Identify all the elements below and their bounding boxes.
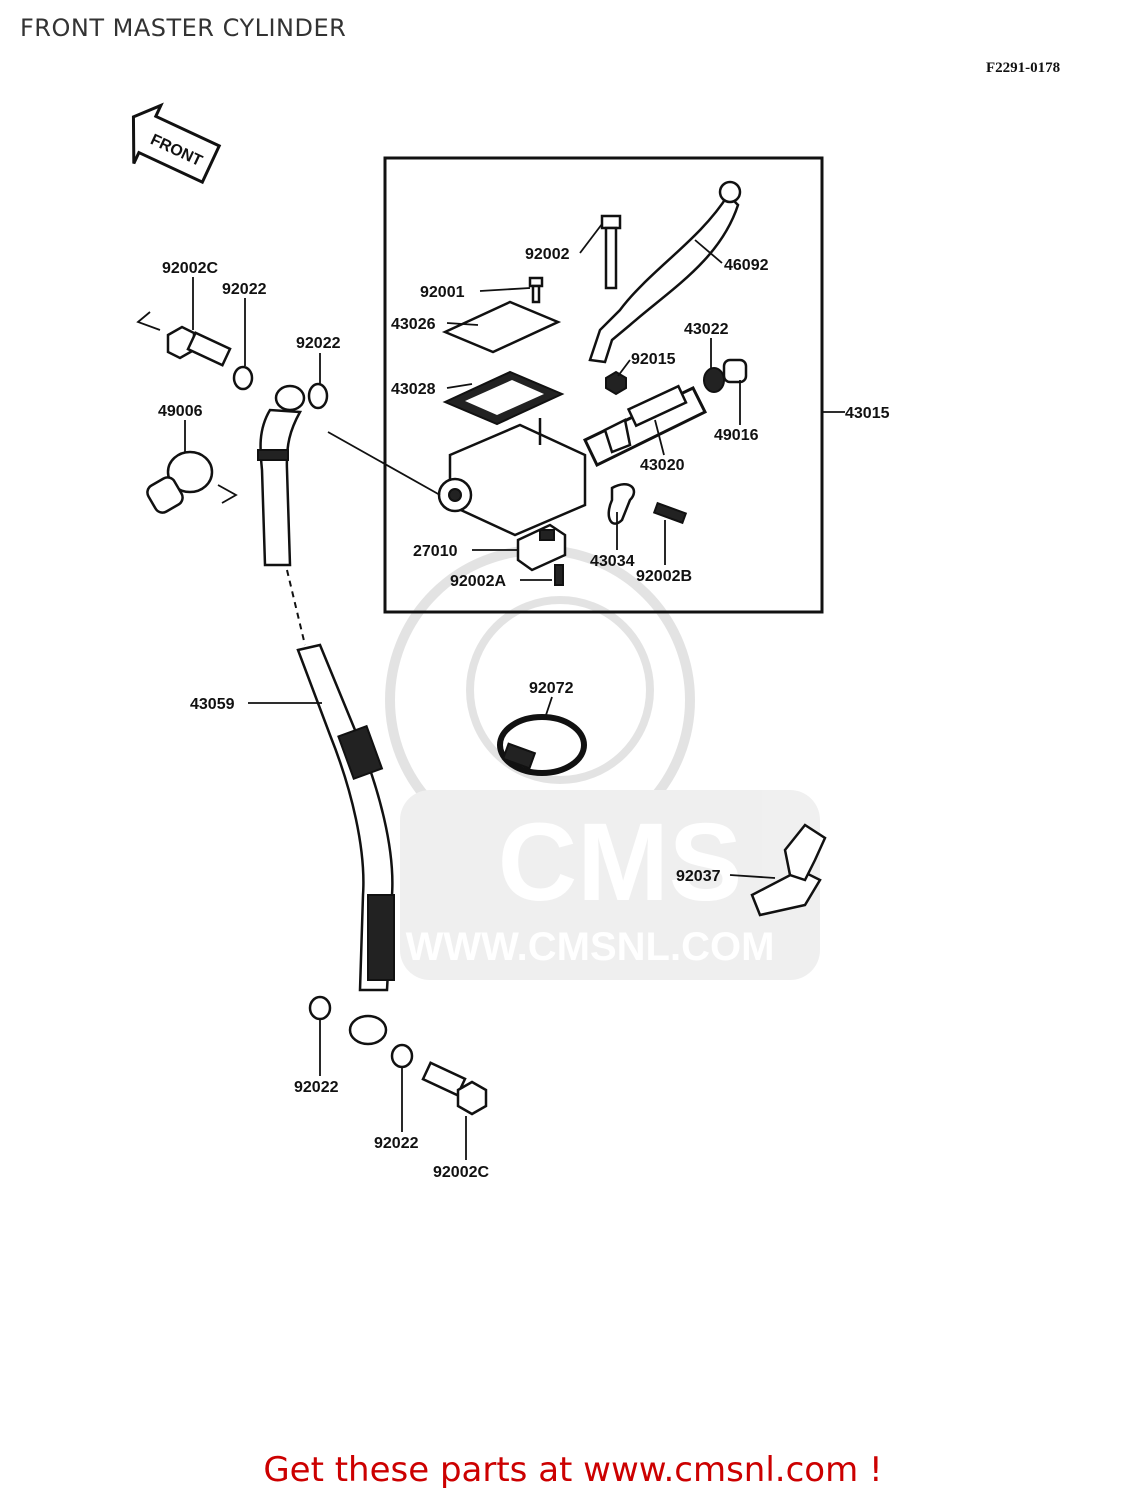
watermark-url: WWW.CMSNL.COM: [406, 925, 775, 969]
leader-lines: [184, 223, 845, 1160]
hose-break-line: [286, 569, 306, 646]
assembly-box: [383, 156, 824, 614]
banjo-cover: [146, 450, 214, 514]
brake-lever: [588, 193, 740, 364]
lever-tip: [718, 180, 742, 204]
label-43026: 43026: [391, 316, 436, 333]
label-92002: 92002: [525, 246, 570, 263]
label-43028: 43028: [391, 381, 436, 398]
label-92002A: 92002A: [450, 573, 506, 590]
label-43059: 43059: [190, 696, 235, 713]
watermark-logo-text: CMS: [498, 801, 742, 924]
brake-hose-upper: [257, 384, 306, 567]
reservoir-cap: [441, 300, 562, 354]
watermark: CMS WWW.CMSNL.COM: [385, 545, 820, 980]
label-49016: 49016: [714, 427, 759, 444]
brake-hose-lower: [296, 643, 395, 1046]
label-92022-a: 92022: [222, 281, 267, 298]
label-92072: 92072: [529, 680, 574, 697]
washer-92022-a: [232, 365, 254, 391]
label-92037: 92037: [676, 868, 721, 885]
master-cylinder-body: [437, 418, 587, 537]
washer-92022-d: [390, 1043, 414, 1069]
label-92022-d: 92022: [374, 1135, 419, 1152]
piston-kit: [582, 384, 708, 468]
dust-boot: [703, 367, 725, 393]
footer-cta-link[interactable]: Get these parts at www.cmsnl.com !: [263, 1450, 883, 1490]
hose-guide-bracket: [750, 823, 827, 917]
hose-clamp: [497, 714, 587, 776]
label-92022-b: 92022: [296, 335, 341, 352]
label-27010: 27010: [413, 543, 458, 560]
banjo-bolt-top: [166, 325, 232, 367]
angle-mark-right: [217, 484, 238, 504]
label-46092: 46092: [724, 257, 769, 274]
washer-92022-b: [307, 382, 329, 410]
parts-diagram: CMS WWW.CMSNL.COM FRONT: [131, 102, 890, 1181]
front-direction-arrow: FRONT: [131, 102, 222, 185]
boot-cap: [722, 358, 748, 384]
label-43020: 43020: [640, 457, 685, 474]
switch-screw: [554, 564, 564, 586]
banjo-bolt-bottom: [421, 1061, 488, 1116]
nut-92015: [605, 370, 627, 396]
label-43034: 43034: [590, 553, 635, 570]
angle-mark-left: [136, 311, 161, 331]
label-92015: 92015: [631, 351, 676, 368]
part-labels: 92002 46092 92001 43026 43022 92015 4302…: [158, 246, 890, 1181]
label-92022-c: 92022: [294, 1079, 339, 1096]
cap-screw: [528, 276, 544, 304]
label-49006: 49006: [158, 403, 203, 420]
brake-switch: [516, 523, 567, 572]
pivot-bolt: [600, 214, 622, 290]
label-92002C-bottom: 92002C: [433, 1164, 489, 1181]
label-92002C-top: 92002C: [162, 260, 218, 277]
page-title: FRONT MASTER CYLINDER: [20, 14, 347, 42]
label-43015: 43015: [845, 405, 890, 422]
clamp-holder: [607, 483, 636, 525]
label-43022: 43022: [684, 321, 729, 338]
label-92002B: 92002B: [636, 568, 692, 585]
washer-92022-c: [308, 995, 332, 1021]
label-92001: 92001: [420, 284, 465, 301]
clamp-bolt: [652, 501, 688, 525]
figure-code: F2291-0178: [986, 60, 1061, 76]
